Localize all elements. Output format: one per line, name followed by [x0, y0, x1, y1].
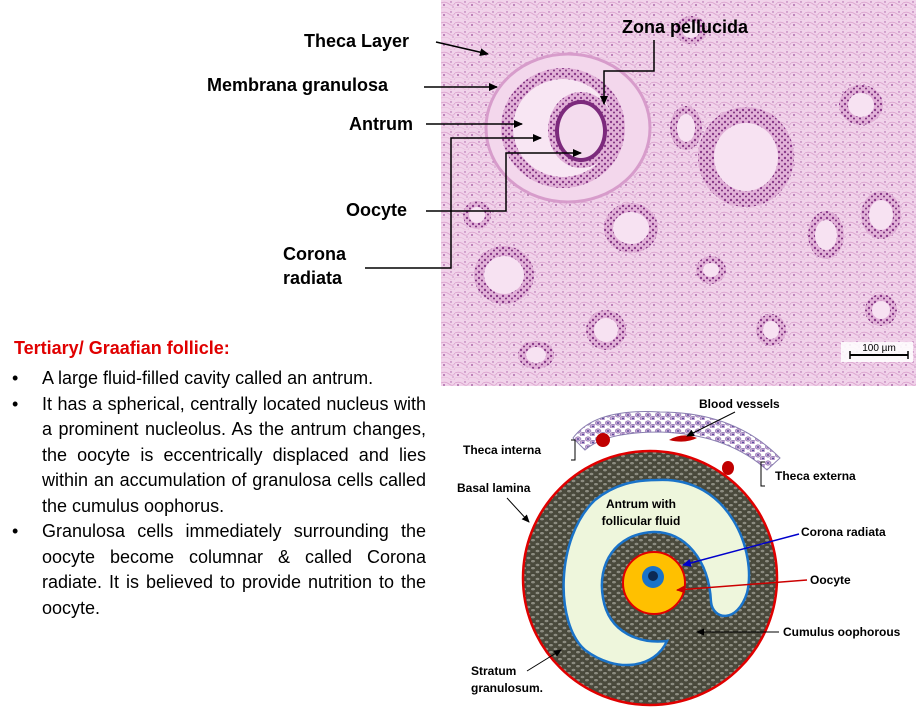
- label-blood-vessels: Blood vessels: [699, 397, 780, 411]
- bullet-item-1: A large fluid-filled cavity called an an…: [12, 366, 426, 392]
- label-membrana-granulosa: Membrana granulosa: [207, 75, 389, 95]
- neighbour-follicles: [463, 16, 901, 369]
- micrograph-svg: 100 µm: [441, 0, 916, 386]
- label-theca-externa: Theca externa: [775, 469, 856, 483]
- arrow-oocyte-diagram: [676, 579, 808, 594]
- oocyte-nucleolus: [648, 571, 658, 581]
- schematic-svg: Blood vessels Theca interna Theca extern…: [457, 397, 901, 707]
- main-follicle: [484, 52, 652, 204]
- label-theca-layer: Theca Layer: [304, 31, 410, 51]
- histology-micrograph: 100 µm: [441, 0, 916, 386]
- label-antrum-line1: Antrum with: [606, 497, 676, 511]
- label-antrum-line2: follicular fluid: [602, 514, 681, 528]
- label-cumulus-oophorous: Cumulus oophorous: [783, 625, 901, 639]
- antrum-shape: [562, 478, 751, 667]
- label-basal-lamina: Basal lamina: [457, 481, 531, 495]
- bracket-theca-interna: [571, 439, 576, 461]
- label-corona-radiata-diagram: Corona radiata: [801, 525, 886, 539]
- label-theca-interna: Theca interna: [463, 443, 541, 457]
- arrow-stratum-granulosum: [526, 649, 562, 672]
- section-title: Tertiary/ Graafian follicle:: [14, 338, 230, 358]
- bullet-list: A large fluid-filled cavity called an an…: [12, 366, 426, 621]
- label-stratum-line2: granulosum.: [471, 681, 543, 695]
- bullet-item-3: Granulosa cells immediately surrounding …: [12, 519, 426, 621]
- blood-vessel-1: [596, 433, 610, 447]
- arrow-corona-radiata-diagram: [682, 533, 800, 567]
- theca-layer-shape: [572, 411, 781, 471]
- scale-bar-label: 100 µm: [862, 343, 896, 354]
- blood-vessel-2: [669, 435, 697, 442]
- arrow-blood-vessels: [686, 411, 736, 437]
- blood-vessel-3: [722, 461, 734, 475]
- bracket-theca-externa: [760, 461, 765, 487]
- label-zona-pellucida: Zona pellucida: [622, 17, 749, 37]
- label-antrum: Antrum: [349, 114, 413, 134]
- follicle-schematic: Blood vessels Theca interna Theca extern…: [445, 388, 916, 707]
- stroma-background: [441, 0, 916, 386]
- label-stratum-line1: Stratum: [471, 664, 516, 678]
- label-oocyte: Oocyte: [346, 200, 408, 220]
- label-corona-radiata: Corona radiata: [283, 244, 346, 288]
- arrow-basal-lamina: [506, 497, 530, 523]
- bullet-item-2: It has a spherical, centrally located nu…: [12, 392, 426, 520]
- label-oocyte-diagram: Oocyte: [810, 573, 851, 587]
- scale-bar: 100 µm: [841, 342, 913, 362]
